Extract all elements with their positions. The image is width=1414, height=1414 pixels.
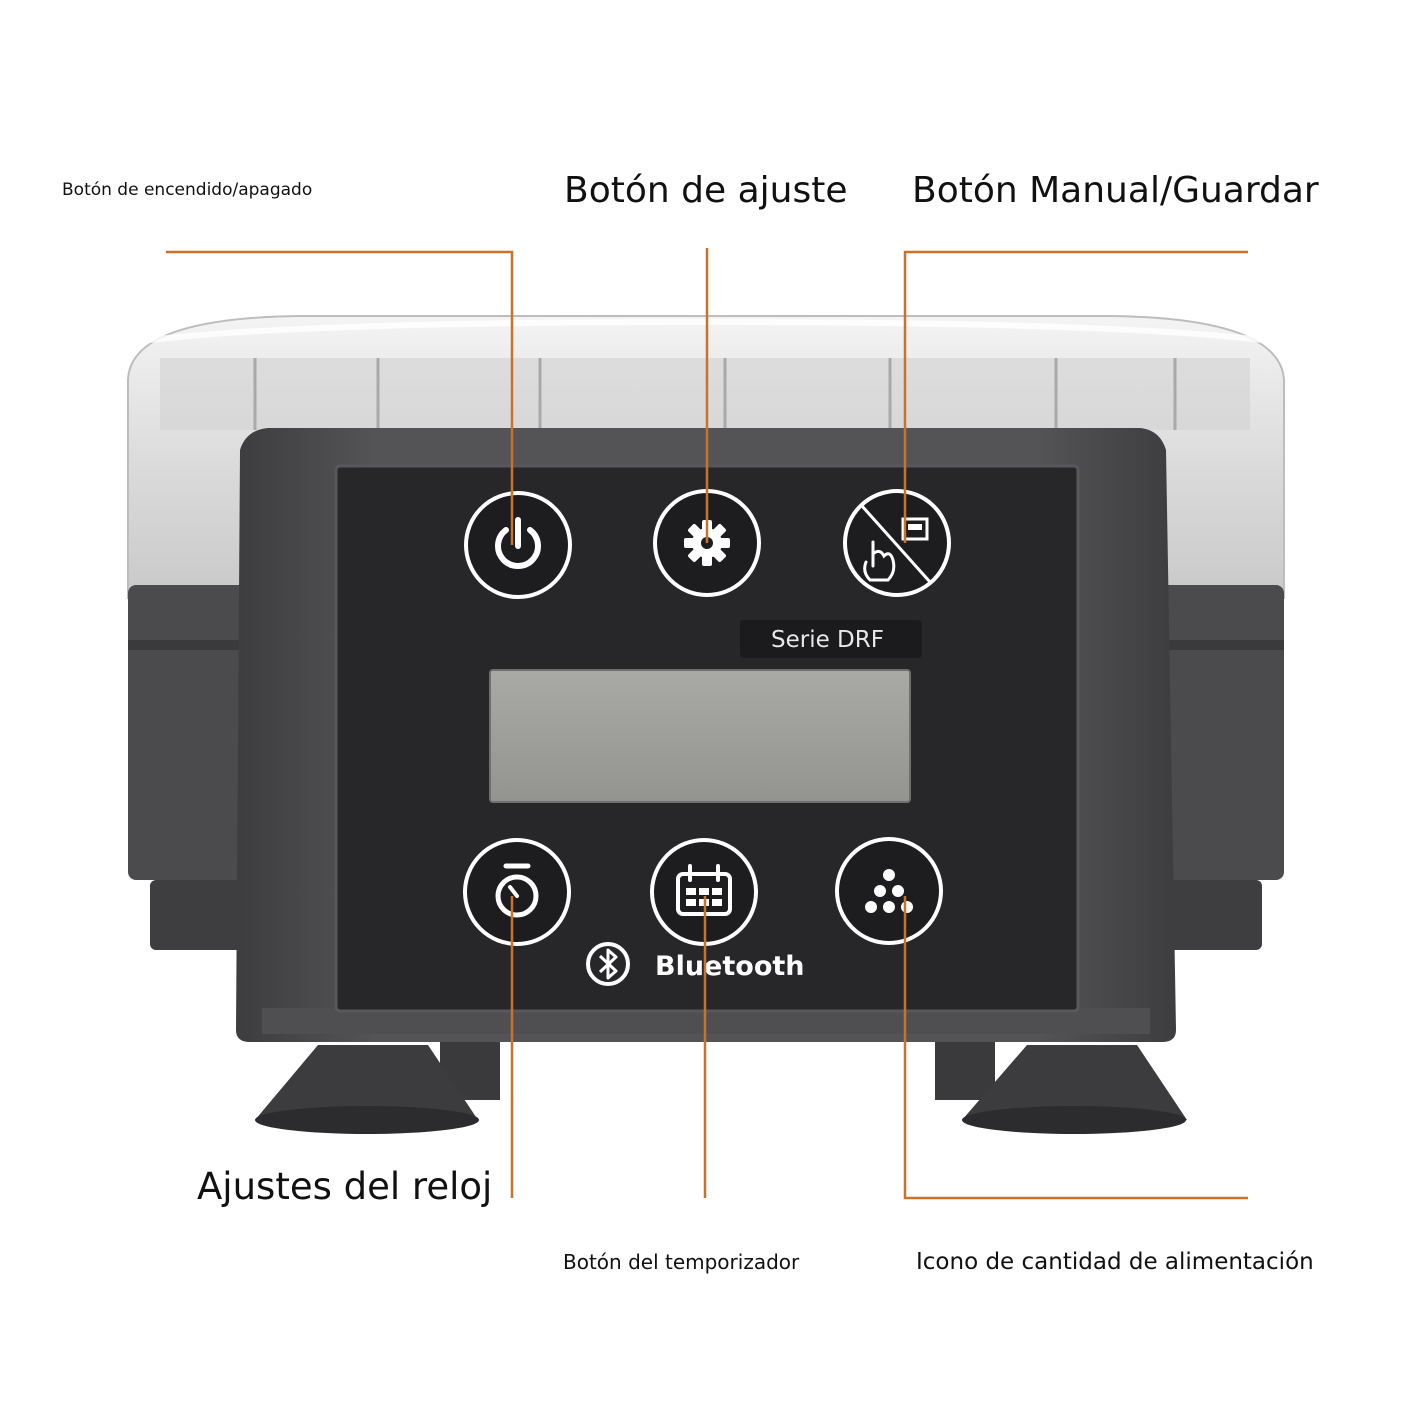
callout-label-adjust: Botón de ajuste	[564, 170, 848, 211]
power-icon	[495, 517, 541, 569]
callout-line-power	[166, 250, 514, 545]
series-label: Serie DRF	[771, 627, 884, 653]
callout-lines	[166, 248, 1248, 1200]
lcd-screen	[489, 669, 911, 803]
bluetooth-logo: Bluetooth	[586, 942, 805, 986]
manual-save-icon	[860, 504, 932, 584]
bluetooth-label: Bluetooth	[655, 951, 805, 982]
callout-label-timer: Botón del temporizador	[563, 1250, 800, 1274]
callout-line-food	[903, 896, 1248, 1200]
timer-button[interactable]	[650, 838, 758, 946]
callout-label-power: Botón de encendido/apagado	[62, 180, 313, 200]
clock-button[interactable]	[463, 838, 571, 946]
stopwatch-icon	[495, 863, 539, 918]
callout-line-manual	[903, 250, 1248, 543]
series-badge	[740, 620, 922, 658]
suction-feet	[255, 1030, 1187, 1134]
callout-label-manual-save: Botón Manual/Guardar	[912, 170, 1319, 211]
manual-save-button[interactable]	[843, 489, 951, 597]
bluetooth-icon	[586, 942, 630, 986]
callout-label-clock: Ajustes del reloj	[197, 1165, 493, 1208]
callout-label-food-amount: Icono de cantidad de alimentación	[916, 1249, 1314, 1275]
food-amount-button[interactable]	[835, 837, 943, 945]
power-button[interactable]	[464, 491, 572, 599]
